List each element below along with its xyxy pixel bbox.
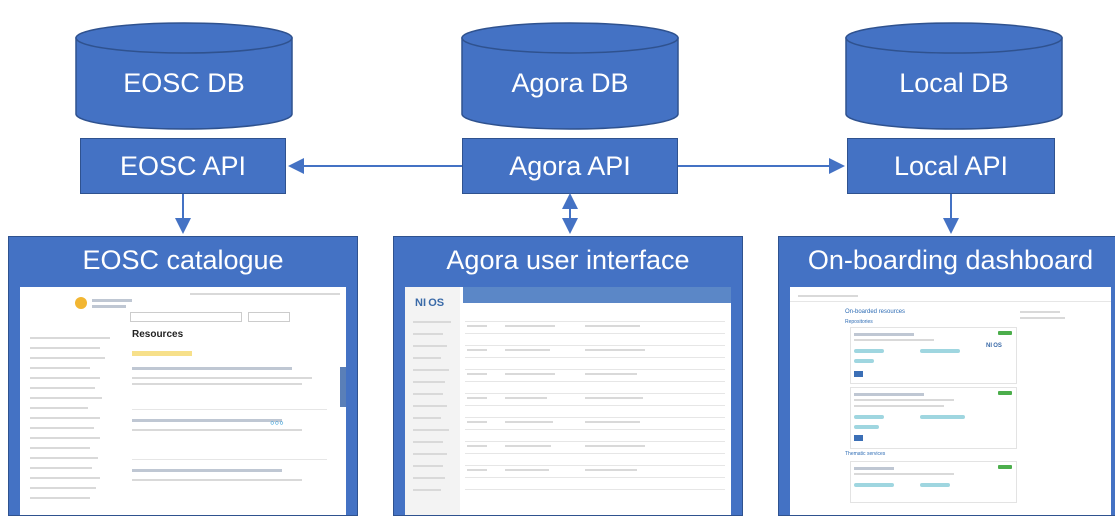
agora-db-label: Agora DB (511, 68, 629, 98)
local-api-box: Local API (847, 138, 1055, 194)
onboarding-dashboard-screenshot: On-boarded resources Repositories NI OS … (790, 287, 1111, 515)
eosc-logo-icon (75, 297, 87, 309)
agora-logo: NI OS (415, 297, 445, 309)
agora-ui-panel: Agora user interface NI OS (393, 236, 743, 516)
dashboard-logo: NI OS (986, 343, 1002, 349)
agora-topbar (463, 287, 731, 303)
agora-api-label: Agora API (509, 150, 631, 181)
onboarded-resources-heading: On-boarded resources (845, 309, 906, 315)
eosc-resources-heading: Resources (132, 329, 184, 340)
eosc-catalogue-screenshot: Resources ◦◦◦ (20, 287, 346, 515)
agora-db-cylinder: Agora DB (461, 22, 679, 132)
repositories-subheading: Repositories (845, 319, 873, 325)
thematic-services-subheading: Thematic services (845, 451, 886, 457)
agora-ui-screenshot: NI OS (405, 287, 731, 515)
eosc-scrollbar (340, 367, 346, 407)
eosc-db-label: EOSC DB (123, 68, 245, 98)
onboarding-dashboard-title: On-boarding dashboard (807, 245, 1094, 275)
eosc-api-label: EOSC API (119, 150, 247, 181)
onboarding-dashboard-panel: On-boarding dashboard On-boarded resourc… (778, 236, 1115, 516)
local-db-cylinder: Local DB (845, 22, 1063, 132)
eosc-catalogue-panel: EOSC catalogue Resources ◦◦◦ (8, 236, 358, 516)
agora-api-box: Agora API (462, 138, 678, 194)
eosc-catalogue-title: EOSC catalogue (82, 245, 284, 275)
local-db-label: Local DB (899, 68, 1009, 98)
eosc-api-box: EOSC API (80, 138, 286, 194)
local-api-label: Local API (893, 150, 1009, 181)
agora-ui-title: Agora user interface (446, 245, 690, 275)
eosc-db-cylinder: EOSC DB (75, 22, 293, 132)
opeer-logo-icon: ◦◦◦ (270, 415, 284, 430)
